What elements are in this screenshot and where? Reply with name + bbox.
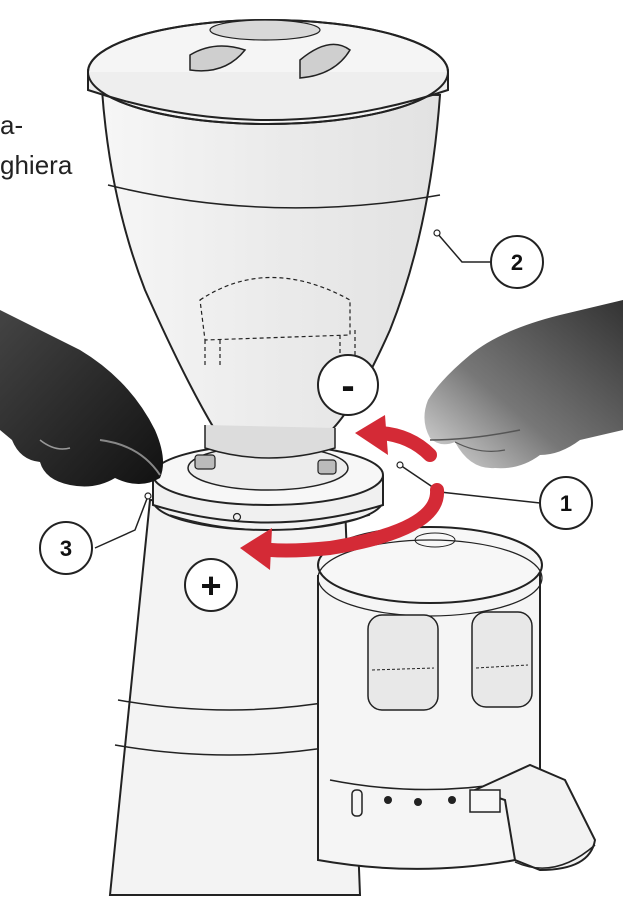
loosen-arrow-red [355,415,437,462]
tighten-arrow-red [240,483,444,570]
plus-indicator: + [184,558,238,612]
doser-unit [317,526,597,872]
minus-sign-label: - [341,364,354,408]
right-hand-illustration [424,300,623,469]
bean-hopper [87,19,449,459]
left-hand-illustration [0,310,164,487]
callout-2: 2 [490,235,544,289]
callout-1: 1 [539,476,593,530]
callout-2-label: 2 [511,250,523,275]
minus-indicator: - [317,354,379,416]
callout-3: 3 [39,521,93,575]
partial-caption-line-2: ghiera [0,150,73,180]
callout-1-leader [399,464,541,504]
callout-3-leader [94,495,149,549]
callout-1-label: 1 [560,491,572,516]
callout-3-label: 3 [60,536,72,561]
plus-sign-label: + [200,565,221,606]
callout-2-leader [436,232,490,263]
grinder-base [108,498,362,896]
partial-caption-line-1: a- [0,110,24,140]
